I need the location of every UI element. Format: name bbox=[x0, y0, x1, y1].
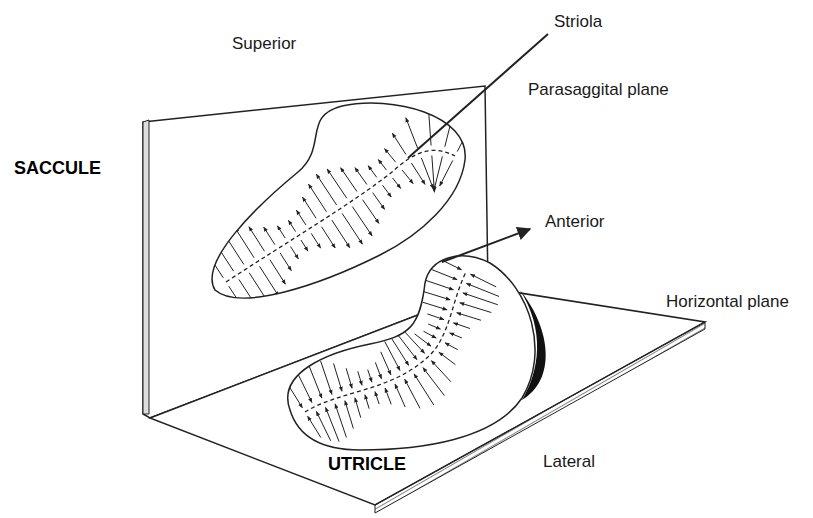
polarity-arrow bbox=[239, 279, 257, 306]
polarity-arrow bbox=[439, 352, 455, 364]
polarity-arrow bbox=[423, 302, 447, 310]
polarity-arrow bbox=[460, 303, 492, 313]
polarity-arrow bbox=[260, 266, 279, 296]
polarity-arrow bbox=[308, 364, 322, 398]
polarity-arrow bbox=[301, 240, 308, 251]
polarity-arrow bbox=[355, 398, 361, 418]
polarity-arrow bbox=[405, 332, 425, 353]
part-label: Superior bbox=[230, 34, 298, 54]
organ-name: UTRICLE bbox=[326, 454, 408, 475]
polarity-arrow bbox=[375, 362, 381, 378]
polarity-arrow bbox=[428, 324, 440, 329]
polarity-arrow bbox=[289, 387, 302, 408]
polarity-arrow bbox=[427, 314, 444, 320]
polarity-arrow bbox=[358, 371, 362, 385]
polarity-arrow bbox=[322, 227, 336, 248]
polarity-arrow bbox=[375, 392, 379, 405]
polarity-arrow bbox=[335, 404, 346, 438]
polarity-arrow bbox=[229, 286, 243, 307]
direction-arrow bbox=[442, 229, 530, 262]
polarity-arrow bbox=[368, 370, 372, 383]
polarity-arrow bbox=[365, 395, 369, 409]
polarity-arrow bbox=[434, 156, 443, 190]
polarity-arrow bbox=[389, 334, 409, 365]
polarity-arrow bbox=[405, 379, 420, 408]
polarity-arrow bbox=[341, 168, 357, 192]
polarity-arrow bbox=[352, 207, 372, 236]
polarity-arrow bbox=[332, 220, 350, 248]
polarity-arrow bbox=[216, 244, 234, 271]
polarity-arrow bbox=[264, 227, 275, 245]
polarity-arrow bbox=[288, 220, 295, 231]
part-label: Striola bbox=[552, 12, 604, 32]
polarity-arrow bbox=[457, 313, 481, 321]
polarity-arrow bbox=[395, 332, 416, 360]
polarity-arrow bbox=[373, 193, 385, 210]
polarity-arrow bbox=[402, 170, 413, 184]
part-label: Lateral bbox=[541, 452, 597, 472]
polarity-arrow bbox=[470, 274, 496, 287]
polarity-arrow bbox=[326, 407, 340, 441]
polarity-arrow bbox=[432, 155, 435, 192]
polarity-arrow bbox=[392, 133, 406, 154]
polarity-arrow bbox=[298, 373, 312, 402]
polarity-arrow bbox=[311, 233, 320, 248]
polarity-arrow bbox=[411, 163, 425, 184]
polarity-arrow bbox=[280, 253, 291, 271]
polarity-arrow bbox=[308, 416, 321, 437]
polarity-arrow bbox=[445, 343, 458, 350]
polarity-arrow bbox=[291, 247, 299, 259]
polarity-arrow bbox=[303, 197, 317, 218]
polarity-arrow bbox=[463, 293, 498, 305]
polarity-arrow bbox=[224, 233, 244, 264]
striola bbox=[305, 272, 466, 412]
polarity-arrow bbox=[385, 149, 396, 163]
polarity-arrow bbox=[385, 388, 391, 404]
polarity-arrow bbox=[249, 227, 265, 251]
polarity-arrow bbox=[415, 334, 431, 346]
polarity-arrow bbox=[421, 158, 433, 189]
polarity-arrow bbox=[342, 213, 362, 244]
polarity-arrow bbox=[406, 118, 418, 149]
polarity-arrow bbox=[345, 401, 353, 429]
striola bbox=[226, 150, 455, 282]
polarity-arrow bbox=[419, 290, 451, 300]
polarity-arrow bbox=[368, 166, 377, 178]
polarity-arrow bbox=[383, 185, 392, 197]
polarity-arrow bbox=[235, 228, 254, 258]
polarity-arrow bbox=[309, 184, 327, 212]
utricle-macula bbox=[288, 256, 535, 450]
polarity-arrow bbox=[355, 168, 367, 185]
polarity-arrow bbox=[277, 226, 285, 238]
polarity-arrow bbox=[423, 331, 436, 338]
polarity-arrow bbox=[296, 210, 305, 225]
polarity-arrow bbox=[453, 323, 470, 329]
part-label: Horizontal plane bbox=[664, 292, 791, 312]
polarity-arrow bbox=[321, 361, 332, 395]
polarity-arrow bbox=[393, 178, 401, 188]
polarity-arrow bbox=[385, 341, 400, 370]
polarity-arrow bbox=[418, 278, 453, 290]
polarity-arrow bbox=[378, 160, 386, 170]
polarity-arrow bbox=[450, 333, 462, 338]
plane-edge bbox=[143, 120, 149, 414]
organ-name: SACCULE bbox=[12, 158, 103, 179]
polarity-arrow bbox=[424, 267, 457, 280]
polarity-arrow bbox=[457, 126, 470, 151]
polarity-arrow bbox=[440, 160, 453, 185]
polarity-arrow bbox=[334, 363, 342, 391]
polarity-arrow bbox=[381, 352, 391, 375]
part-label: Parasaggital plane bbox=[526, 80, 671, 100]
part-label: Anterior bbox=[543, 212, 607, 232]
polarity-arrow bbox=[270, 260, 286, 284]
polarity-arrow bbox=[363, 200, 379, 224]
polarity-arrow bbox=[346, 368, 352, 388]
polarity-arrow bbox=[210, 257, 224, 278]
polarity-arrow bbox=[395, 384, 405, 407]
saccule-macula bbox=[212, 103, 465, 298]
polarity-arrow bbox=[431, 361, 451, 382]
hair-cell-polarity bbox=[289, 257, 499, 442]
polarity-arrow bbox=[327, 169, 347, 198]
